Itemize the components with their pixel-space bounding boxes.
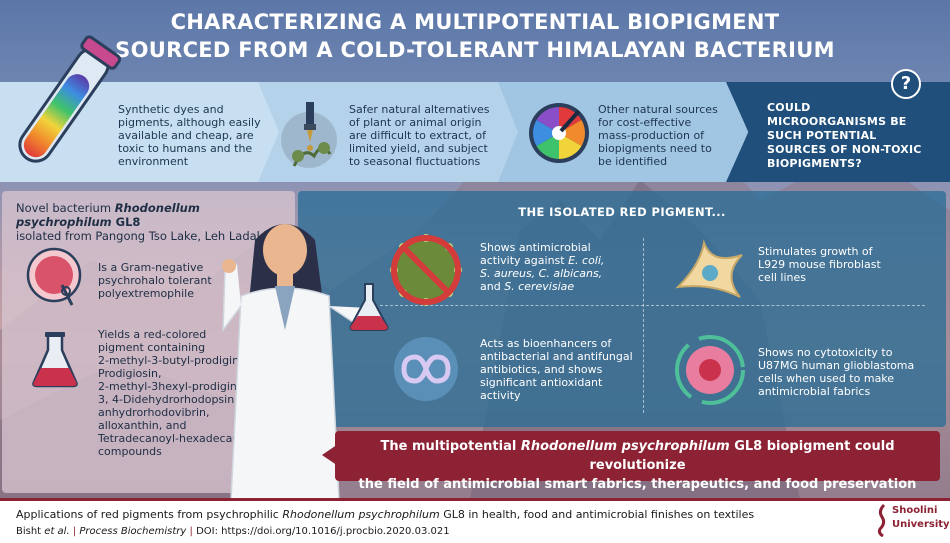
bacterium-property-1: Is a Gram-negative psychrohalo tolerant … xyxy=(98,261,212,300)
red-pigment-heading: THE ISOLATED RED PIGMENT... xyxy=(518,205,726,219)
question-mark-icon: ? xyxy=(891,69,921,99)
ribbon-question xyxy=(726,82,950,182)
no-virus-icon xyxy=(390,234,462,306)
page-title: CHARACTERIZING A MULTIPOTENTIAL BIOPIGME… xyxy=(0,8,950,64)
scientist-illustration xyxy=(222,224,389,500)
rainbow-test-tube-icon xyxy=(18,35,122,163)
pigment-effect-non-cytotoxic: Shows no cytotoxicity to U87MG human gli… xyxy=(758,346,915,398)
footer-citation-title: Applications of red pigments from psychr… xyxy=(16,508,755,521)
pigment-effect-fibroblast: Stimulates growth of L929 mouse fibrobla… xyxy=(758,245,881,284)
glioblastoma-cell-icon xyxy=(675,335,745,405)
pigment-effect-bioenhancer: Acts as bioenhancers of antibacterial an… xyxy=(480,337,633,402)
infinity-loop-icon xyxy=(394,337,458,401)
flask-icon xyxy=(32,332,78,388)
footer-divider xyxy=(0,498,950,501)
bacterium-heading: Novel bacterium Rhodonellum psychrophilu… xyxy=(16,201,271,243)
ribbon-text-3: Other natural sources for cost-effective… xyxy=(598,103,718,168)
logo-text-line-2: University xyxy=(892,519,950,530)
fibroblast-cell-icon xyxy=(675,239,743,298)
title-line-1: CHARACTERIZING A MULTIPOTENTIAL BIOPIGME… xyxy=(170,10,780,34)
ribbon-text-1: Synthetic dyes and pigments, although ea… xyxy=(118,103,261,168)
title-line-2: SOURCED FROM A COLD-TOLERANT HIMALAYAN B… xyxy=(115,38,835,62)
footer-citation-source: Bisht et al. | Process Biochemistry | DO… xyxy=(16,526,450,537)
university-logo-icon xyxy=(877,503,886,537)
question-text: COULD MICROORGANISMS BE SUCH POTENTIAL S… xyxy=(767,101,922,170)
doi-link[interactable]: DOI: https://doi.org/10.1016/j.procbio.2… xyxy=(196,526,450,537)
logo-text-line-1: Shoolini xyxy=(892,505,938,516)
ribbon-text-2: Safer natural alternatives of plant or a… xyxy=(349,103,490,168)
infographic-poster: CHARACTERIZING A MULTIPOTENTIAL BIOPIGME… xyxy=(0,0,950,500)
dropper-plant-icon xyxy=(281,102,337,168)
pigment-effect-antimicrobial: Shows antimicrobial activity against E. … xyxy=(480,241,605,293)
petri-dish-icon xyxy=(26,247,82,306)
panel-divider-vertical xyxy=(643,238,644,413)
color-wheel-icon xyxy=(529,103,589,163)
bacterium-property-2: Yields a red-colored pigment containing … xyxy=(98,328,256,458)
panel-divider-horizontal xyxy=(380,305,925,306)
conclusion-banner: The multipotential Rhodonellum psychroph… xyxy=(335,431,940,492)
